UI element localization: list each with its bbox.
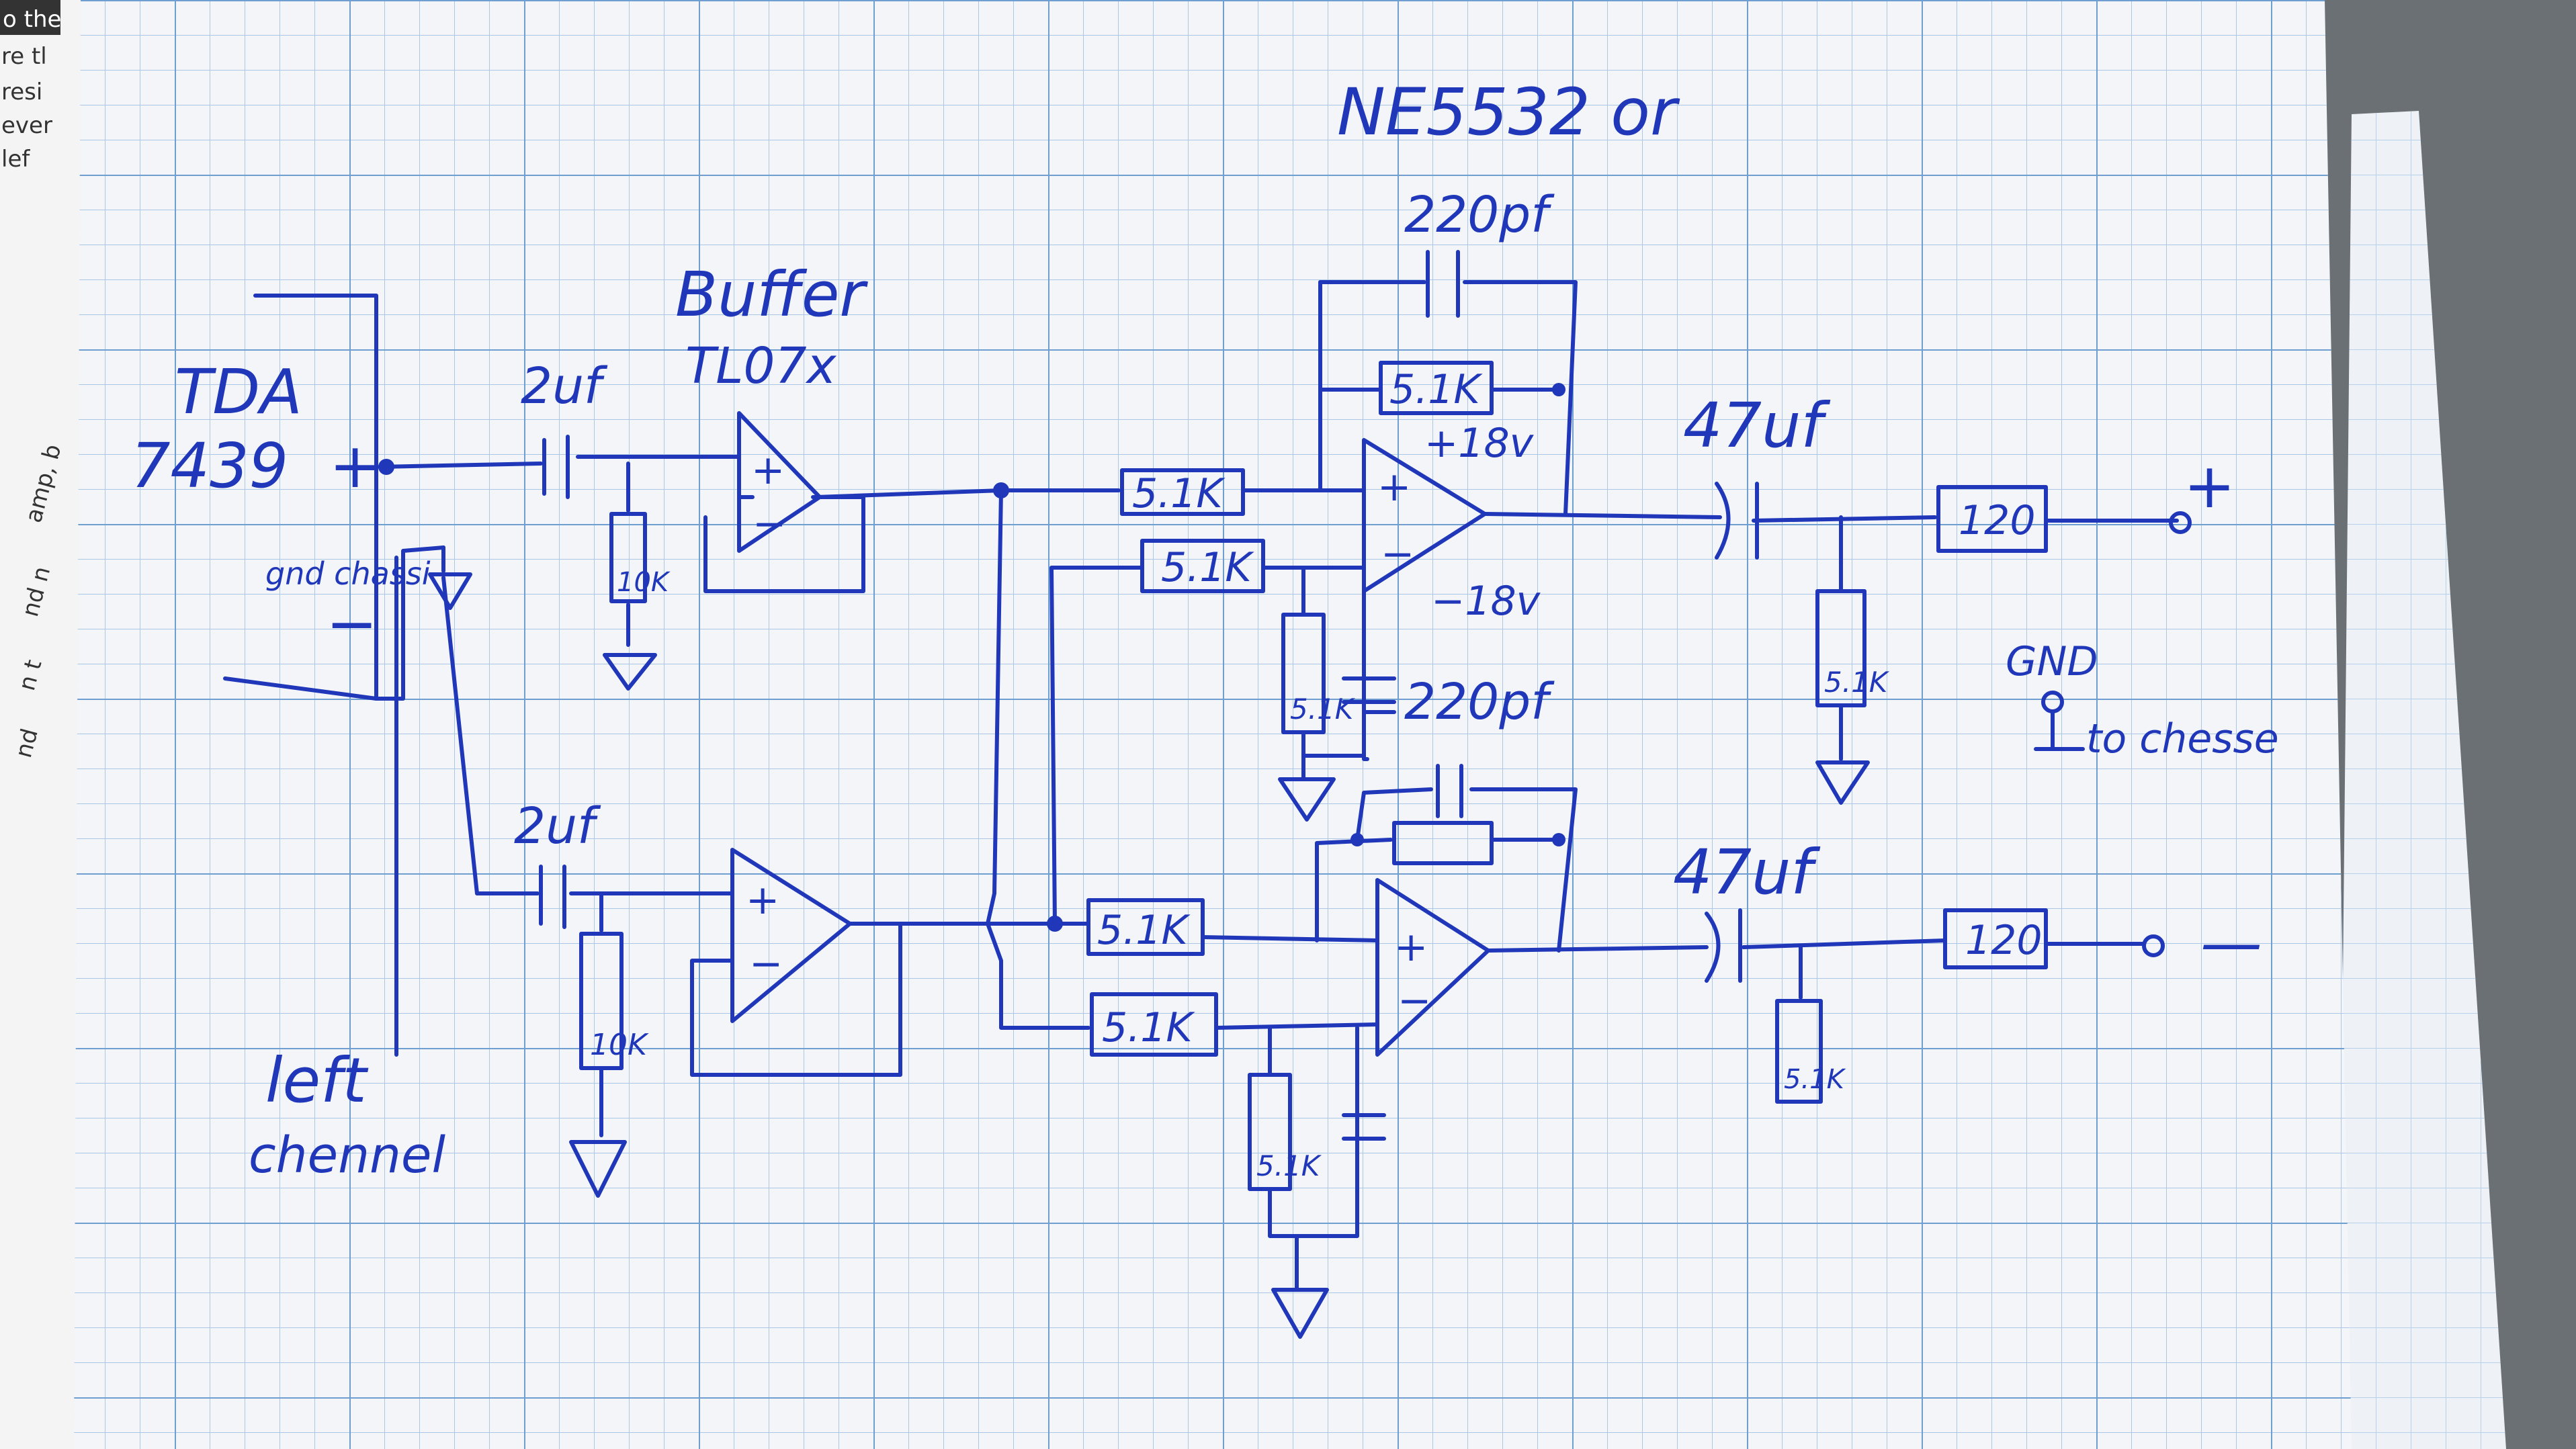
c-out-bot [1705,908,1742,983]
ne5532-top-opamp: + − [1362,438,1487,593]
ic-title: NE5532 or [1337,75,1680,150]
bottom-stage-wiring [1086,787,1709,1292]
graph-paper [74,0,2352,1449]
r-bot-a-label: 5.1K [1097,907,1191,954]
r-in-top-label: 10K [617,567,671,598]
source-number: 7439 [131,430,288,502]
r-out-top-gnd-label: 5.1K [1824,666,1890,699]
r-series-top-label: 120 [1959,497,2036,544]
input-plus-label: + [329,430,381,502]
r-in-bot-label: 10K [590,1028,649,1062]
output-bottom-wiring [1742,934,2165,1000]
buffer-part: TL07x [685,337,837,395]
r-bot-fb [1392,821,1494,865]
r-series-bot: 120 [1943,908,2048,969]
r-out-bot-gnd: 5.1K [1775,999,1846,1104]
gnd-r-in-bot-icon [569,1140,627,1198]
left-channel-label-2: chennel [249,1127,445,1184]
r-top-fb-label: 5.1K [1389,366,1483,413]
c-in-top-label: 2uf [521,357,608,415]
gnd-label: GND [2006,638,2098,685]
ne-top-plus: + [1377,464,1411,511]
gnd-chassis-terminal-icon [2034,691,2085,751]
output-plus-label: + [2184,450,2235,522]
gnd-chassis-input-label: gnd chassi [265,556,431,592]
side-text-4: ever [1,112,52,139]
r-top-a: 5.1K [1120,468,1245,517]
c-gnd-top-label: 220pf [1404,673,1555,731]
ne-bot-minus: − [1398,977,1431,1024]
side-page-header [0,0,60,35]
r-out-top-gnd: 5.1K [1815,589,1890,707]
top-stage-wiring [999,280,1722,781]
c-out-top [1715,482,1759,560]
ne-top-minus: − [1381,531,1414,578]
r-bot-b-label: 5.1K [1102,1004,1195,1051]
side-text-5: lef [1,146,30,173]
side-text-1: o the [3,6,61,33]
c-gnd-top [1342,676,1396,704]
output-top-wiring [1752,511,2192,761]
output-minus-label: — [2200,907,2262,979]
gnd-r-in-top-icon [603,653,657,691]
gnd-chassis-input-icon [428,572,472,610]
side-text-3: resi [1,79,42,105]
buffer-bot-plus: + [746,877,779,924]
r-bot-a: 5.1K [1086,898,1205,956]
r-top-fb: 5.1K [1379,361,1494,415]
buffer-top-opamp: + − [737,411,822,553]
r-bot-b: 5.1K [1090,992,1218,1057]
c-in-bot-label: 2uf [514,797,601,855]
c-fb-bot [1436,764,1463,818]
r-top-gnd: 5.1K [1281,613,1356,734]
r-series-top: 120 [1936,485,2048,553]
r-in-bot: 10K [579,932,649,1070]
c-fb-top-label: 220pf [1404,186,1555,244]
buffer-top-plus: + [751,447,785,494]
source-name: TDA [175,356,302,428]
r-top-a-label: 5.1K [1132,470,1226,517]
r-out-bot-gnd-label: 5.1K [1784,1064,1846,1095]
ne5532-bottom-opamp: + − [1375,878,1490,1057]
supply-pos-label: +18v [1424,420,1535,467]
r-top-gnd-label: 5.1K [1290,693,1356,726]
r-top-b: 5.1K [1140,539,1265,593]
gnd-bottom-stage-icon [1271,1288,1329,1339]
r-series-bot-label: 120 [1965,917,2043,964]
c-out-top-label: 47uf [1683,390,1830,462]
side-text-2: re tl [1,43,47,70]
to-chassis-label: to chesse [2086,715,2279,762]
c-fb-top [1426,250,1460,318]
left-channel-label-1: left [265,1045,369,1116]
c-in-bot [539,865,566,929]
buffer-title: Buffer [675,259,868,331]
c-in-top [542,435,570,499]
supply-neg-label: −18v [1431,578,1541,625]
gnd-out-top-icon [1815,760,1870,805]
ne-bot-plus: + [1394,924,1428,971]
r-in-top: 10K [609,512,671,603]
input-minus-label: − [326,588,378,660]
r-top-b-label: 5.1K [1161,544,1254,591]
r-bot-gnd-label: 5.1K [1256,1149,1322,1182]
top-input-wiring [223,294,1009,701]
bottom-input-wiring [394,488,1144,1137]
r-bot-gnd: 5.1K [1248,1073,1322,1191]
buffer-bottom-opamp: + − [730,848,852,1023]
buffer-top-minus: − [753,500,786,547]
gnd-top-stage-icon [1278,777,1336,822]
c-out-bot-label: 47uf [1673,836,1820,908]
buffer-bot-minus: − [749,940,783,987]
